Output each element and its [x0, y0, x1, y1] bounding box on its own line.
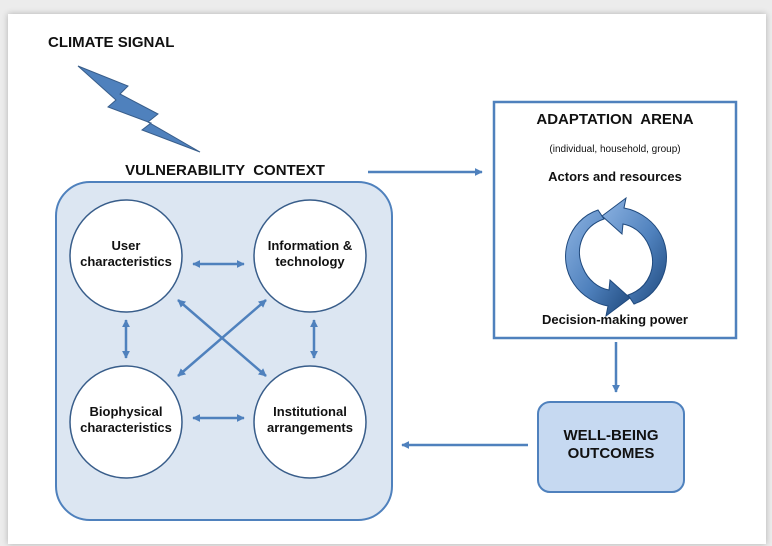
- diagram-graphics: [55, 65, 738, 521]
- wellbeing-box: [537, 401, 685, 493]
- vulnerability-context-title: VULNERABILITY CONTEXT: [125, 162, 325, 179]
- institutional-arrangements-label: Institutional arrangements: [267, 404, 353, 435]
- information-technology-label: Information & technology: [267, 238, 353, 269]
- lightning-bolt-icon: [77, 65, 201, 153]
- biophysical-characteristics-circle: [69, 365, 183, 479]
- information-technology-circle: [253, 199, 367, 313]
- climate-signal-label: CLIMATE SIGNAL: [48, 34, 175, 51]
- info-bio-arrow: [177, 299, 267, 377]
- wellbeing-outcomes-label: WELL-BEING OUTCOMES: [563, 427, 659, 462]
- diagram-canvas: CLIMATE SIGNAL VULNERABILITY CONTEXT Use…: [8, 14, 766, 544]
- adaptation-arena-subtitle: (individual, household, group): [549, 144, 681, 155]
- institutional-arrangements-circle: [253, 365, 367, 479]
- user-characteristics-circle: [69, 199, 183, 313]
- cycle-arrows-icon: [565, 196, 667, 318]
- adaptation-arena-title: ADAPTATION ARENA: [536, 111, 694, 128]
- decision-making-label: Decision-making power: [542, 312, 688, 327]
- user-characteristics-label: User characteristics: [80, 238, 172, 269]
- biophysical-characteristics-label: Biophysical characteristics: [80, 404, 172, 435]
- actors-resources-label: Actors and resources: [548, 169, 682, 184]
